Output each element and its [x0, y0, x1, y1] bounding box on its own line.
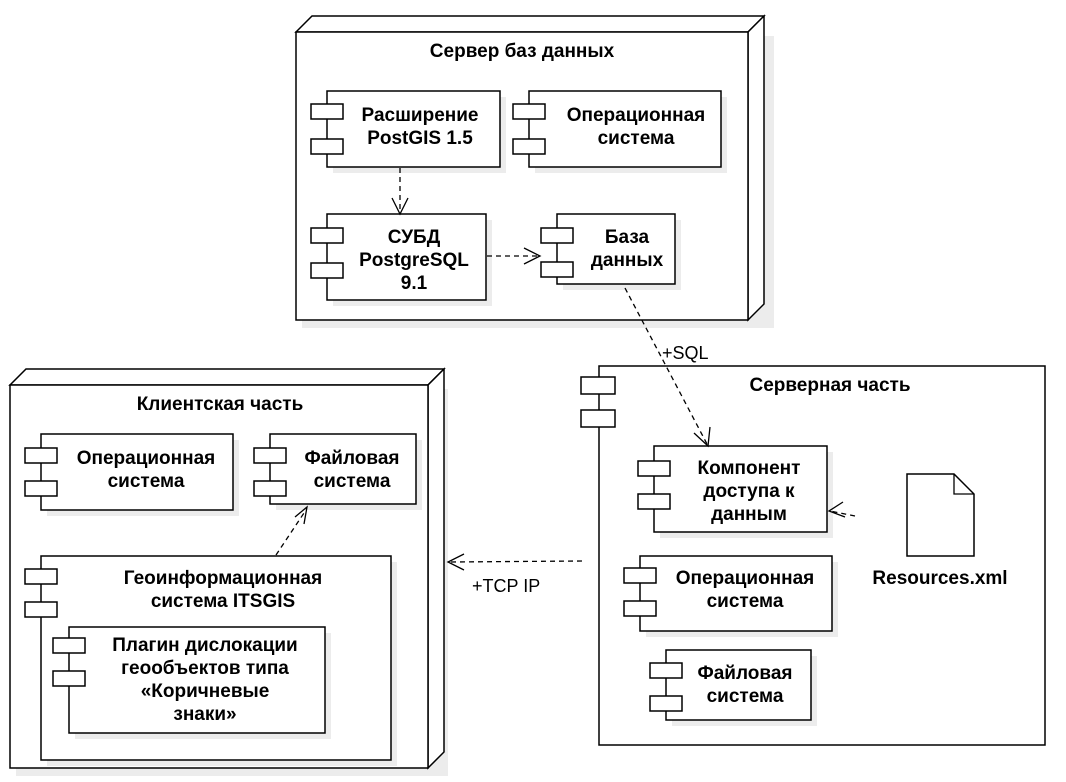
- component-tab-icon: [512, 138, 546, 155]
- server-title: Серверная часть: [749, 375, 910, 396]
- component-tab-icon: [310, 103, 344, 120]
- database-line1: База: [605, 227, 650, 248]
- client-fs-component: Файловая система: [253, 433, 422, 510]
- component-tab-icon: [253, 480, 287, 497]
- plugin-line2: геообъектов типа: [121, 658, 289, 679]
- client-os-line2: система: [108, 471, 185, 492]
- component-tab-icon: [310, 227, 344, 244]
- plugin-component: Плагин дислокации геообъектов типа «Кори…: [52, 626, 331, 739]
- component-tab-icon: [623, 600, 657, 617]
- component-tab-icon: [52, 637, 86, 654]
- resources-to-access-dependency: [827, 501, 856, 518]
- postgis-to-dbms-dependency: [391, 168, 409, 216]
- db-os-line1: Операционная: [567, 105, 706, 126]
- component-tab-icon: [24, 601, 58, 618]
- component-tab-icon: [580, 409, 616, 428]
- plugin-line3: «Коричневые: [141, 681, 270, 702]
- component-tab-icon: [310, 262, 344, 279]
- db-server-title: Сервер баз данных: [430, 41, 615, 62]
- sql-label: +SQL: [662, 343, 709, 363]
- sql-dependency: +SQL: [624, 287, 711, 448]
- component-tab-icon: [540, 261, 574, 278]
- gis-to-fs-dependency: [275, 505, 308, 556]
- component-tab-icon: [512, 103, 546, 120]
- dbms-line1: СУБД: [388, 227, 441, 248]
- component-tab-icon: [649, 662, 683, 679]
- access-line3: данным: [711, 504, 787, 525]
- postgis-line1: Расширение: [362, 105, 479, 126]
- server-os-line2: система: [707, 591, 784, 612]
- database-line2: данных: [591, 250, 664, 271]
- client-os-line1: Операционная: [77, 448, 216, 469]
- db-os-line2: система: [598, 128, 675, 149]
- tcp-dependency: +TCP IP: [446, 553, 583, 596]
- client-os-component: Операционная система: [24, 433, 239, 516]
- component-tab-icon: [24, 568, 58, 585]
- server-fs-line1: Файловая: [698, 663, 793, 684]
- db-os-component: Операционная система: [512, 90, 727, 173]
- component-tab-icon: [24, 480, 58, 497]
- postgis-line2: PostGIS 1.5: [367, 128, 473, 149]
- database-component: База данных: [540, 213, 681, 290]
- component-tab-icon: [310, 138, 344, 155]
- dbms-to-database-dependency: [487, 247, 542, 265]
- server-os-line1: Операционная: [676, 568, 815, 589]
- component-tab-icon: [637, 460, 671, 477]
- access-line1: Компонент: [698, 458, 801, 479]
- component-tab-icon: [24, 447, 58, 464]
- document-icon: [906, 473, 975, 557]
- postgis-component: Расширение PostGIS 1.5: [310, 90, 506, 173]
- tcp-label: +TCP IP: [472, 576, 540, 596]
- component-tab-icon: [52, 670, 86, 687]
- gis-line2: система ITSGIS: [151, 591, 295, 612]
- dbms-component: СУБД PostgreSQL 9.1: [310, 213, 492, 306]
- component-tab-icon: [623, 567, 657, 584]
- gis-line1: Геоинформационная: [124, 568, 322, 589]
- server-os-component: Операционная система: [623, 555, 838, 637]
- dbms-line2: PostgreSQL: [359, 250, 469, 271]
- access-component: Компонент доступа к данным: [637, 445, 833, 538]
- component-tab-icon: [637, 493, 671, 510]
- component-tab-icon: [253, 447, 287, 464]
- client-fs-line2: система: [314, 471, 391, 492]
- client-fs-line1: Файловая: [305, 448, 400, 469]
- server-fs-component: Файловая система: [649, 649, 817, 726]
- component-tab-icon: [580, 376, 616, 395]
- server-fs-line2: система: [707, 686, 784, 707]
- component-tab-icon: [649, 695, 683, 712]
- dbms-line3: 9.1: [401, 273, 428, 294]
- resources-label: Resources.xml: [872, 568, 1007, 589]
- resources-artifact: Resources.xml: [872, 473, 1008, 589]
- plugin-line1: Плагин дислокации: [112, 635, 298, 656]
- plugin-line4: знаки»: [173, 704, 236, 725]
- client-title: Клиентская часть: [137, 394, 304, 415]
- access-line2: доступа к: [703, 481, 795, 502]
- component-tab-icon: [540, 227, 574, 244]
